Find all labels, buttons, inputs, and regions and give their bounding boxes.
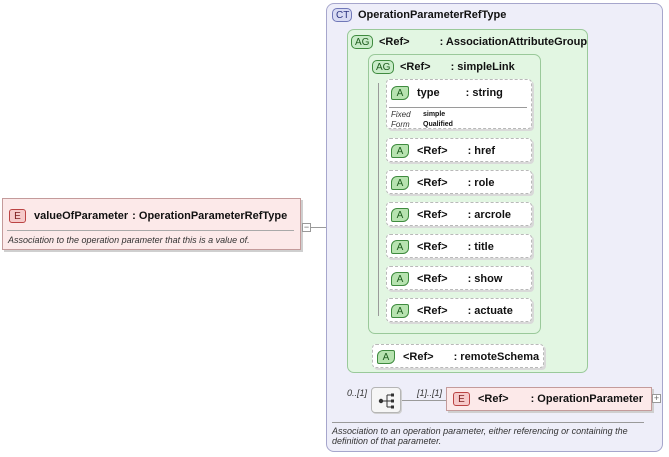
attribute-badge: A bbox=[377, 350, 395, 364]
attribute-actuate[interactable]: A <Ref> : actuate bbox=[386, 298, 532, 322]
expand-toggle[interactable]: − bbox=[302, 222, 311, 232]
attribute-group-badge: AG bbox=[351, 35, 373, 49]
element-ref: <Ref> bbox=[478, 393, 509, 405]
root-element-type: : OperationParameterRefType bbox=[132, 210, 288, 222]
fixed-value: simple bbox=[423, 111, 446, 118]
fixed-label: Fixed bbox=[391, 110, 411, 119]
attribute-badge: A bbox=[391, 272, 409, 286]
attribute-type-value: : role bbox=[467, 177, 495, 189]
inner-cardinality: [1]..[1] bbox=[417, 388, 443, 398]
attribute-badge: A bbox=[391, 304, 409, 318]
attribute-ref: <Ref> bbox=[403, 351, 434, 363]
group-type: : simpleLink bbox=[450, 61, 515, 73]
attribute-type-value: : arcrole bbox=[467, 209, 511, 221]
attribute-ref: <Ref> bbox=[417, 209, 448, 221]
attribute-type-value: : show bbox=[467, 273, 503, 285]
attribute-badge: A bbox=[391, 144, 409, 158]
attribute-divider bbox=[389, 107, 527, 108]
complex-type-name: OperationParameterRefType bbox=[358, 9, 507, 21]
root-divider bbox=[7, 230, 294, 231]
connector bbox=[311, 227, 337, 228]
complex-type-box[interactable]: CT OperationParameterRefType AG <Ref> : … bbox=[326, 3, 663, 452]
attribute-ref: <Ref> bbox=[417, 145, 448, 157]
attribute-badge: A bbox=[391, 86, 409, 100]
attribute-arcrole[interactable]: A <Ref> : arcrole bbox=[386, 202, 532, 226]
attribute-type[interactable]: A type : string Fixed simple Form Qualifie… bbox=[386, 79, 532, 129]
root-element-name: valueOfParameter bbox=[34, 210, 129, 222]
attribute-type-value: : remoteSchema bbox=[453, 351, 540, 363]
element-badge: E bbox=[9, 209, 26, 223]
attribute-ref: <Ref> bbox=[417, 273, 448, 285]
attribute-ref: <Ref> bbox=[417, 241, 448, 253]
complex-type-divider bbox=[332, 422, 644, 423]
association-attribute-group[interactable]: AG <Ref> : AssociationAttributeGroup AG … bbox=[347, 29, 588, 373]
attribute-group-badge: AG bbox=[372, 60, 394, 74]
attribute-ref: <Ref> bbox=[417, 305, 448, 317]
attribute-href[interactable]: A <Ref> : href bbox=[386, 138, 532, 162]
attribute-title[interactable]: A <Ref> : title bbox=[386, 234, 532, 258]
attribute-role[interactable]: A <Ref> : role bbox=[386, 170, 532, 194]
attribute-name: type bbox=[417, 87, 440, 99]
sequence-icon bbox=[378, 393, 394, 409]
attribute-type-value: : string bbox=[465, 87, 503, 99]
element-type: : OperationParameter bbox=[530, 393, 644, 405]
attribute-type-value: : title bbox=[467, 241, 494, 253]
complex-type-badge: CT bbox=[332, 8, 352, 22]
attribute-badge: A bbox=[391, 176, 409, 190]
sequence-compositor[interactable] bbox=[371, 387, 401, 413]
element-badge: E bbox=[453, 392, 470, 406]
root-element-box[interactable]: E valueOfParameter : OperationParameterR… bbox=[2, 198, 301, 250]
attribute-badge: A bbox=[391, 208, 409, 222]
simple-link-group[interactable]: AG <Ref> : simpleLink A type : string Fi… bbox=[368, 54, 541, 334]
root-documentation: Association to the operation parameter t… bbox=[8, 235, 250, 245]
attribute-show[interactable]: A <Ref> : show bbox=[386, 266, 532, 290]
attribute-type-value: : href bbox=[467, 145, 496, 157]
attribute-type-value: : actuate bbox=[467, 305, 513, 317]
attribute-badge: A bbox=[391, 240, 409, 254]
form-value: Qualified bbox=[423, 121, 453, 128]
connector bbox=[378, 83, 379, 316]
outer-cardinality: 0..[1] bbox=[347, 388, 368, 398]
group-type: : AssociationAttributeGroup bbox=[439, 36, 588, 48]
operation-parameter-element[interactable]: E <Ref> : OperationParameter bbox=[446, 387, 652, 411]
group-ref: <Ref> bbox=[400, 61, 431, 73]
group-ref: <Ref> bbox=[379, 36, 410, 48]
complex-type-documentation: Association to an operation parameter, e… bbox=[332, 426, 628, 446]
expand-toggle[interactable]: + bbox=[652, 393, 661, 403]
attribute-remote-schema[interactable]: A <Ref> : remoteSchema bbox=[372, 344, 544, 368]
form-label: Form bbox=[391, 120, 410, 129]
connector bbox=[402, 400, 446, 401]
attribute-ref: <Ref> bbox=[417, 177, 448, 189]
